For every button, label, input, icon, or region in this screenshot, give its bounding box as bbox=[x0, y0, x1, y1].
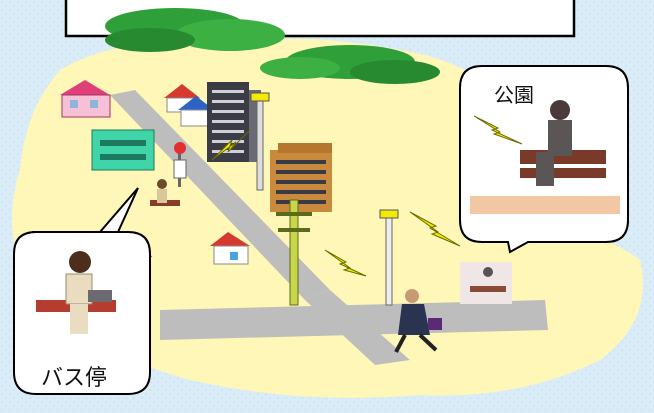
park-callout: 公園 bbox=[459, 65, 629, 254]
road bbox=[110, 90, 548, 365]
bus-stop-label: バス停 bbox=[41, 366, 107, 391]
apartment-building bbox=[270, 143, 332, 212]
man-on-park-bench bbox=[470, 100, 620, 214]
bus-stop-sign bbox=[173, 142, 187, 187]
house-blue bbox=[178, 96, 214, 127]
house-green bbox=[91, 129, 155, 171]
park-label: 公園 bbox=[494, 83, 534, 107]
person-on-bench-small bbox=[150, 179, 180, 206]
hills bbox=[105, 8, 440, 84]
woman-with-laptop bbox=[36, 251, 116, 334]
office-building bbox=[207, 82, 261, 162]
house-small-red bbox=[210, 232, 250, 265]
antenna-pole-3 bbox=[379, 209, 399, 306]
antenna-pole-2 bbox=[276, 199, 312, 306]
walking-businessman bbox=[394, 289, 442, 353]
park-signal-bolt bbox=[473, 115, 523, 145]
antenna-pole-1 bbox=[250, 92, 270, 191]
park-bench-thumbnail bbox=[460, 262, 512, 304]
house-pink bbox=[60, 80, 111, 118]
bus-stop-callout: バス停 bbox=[13, 187, 151, 395]
